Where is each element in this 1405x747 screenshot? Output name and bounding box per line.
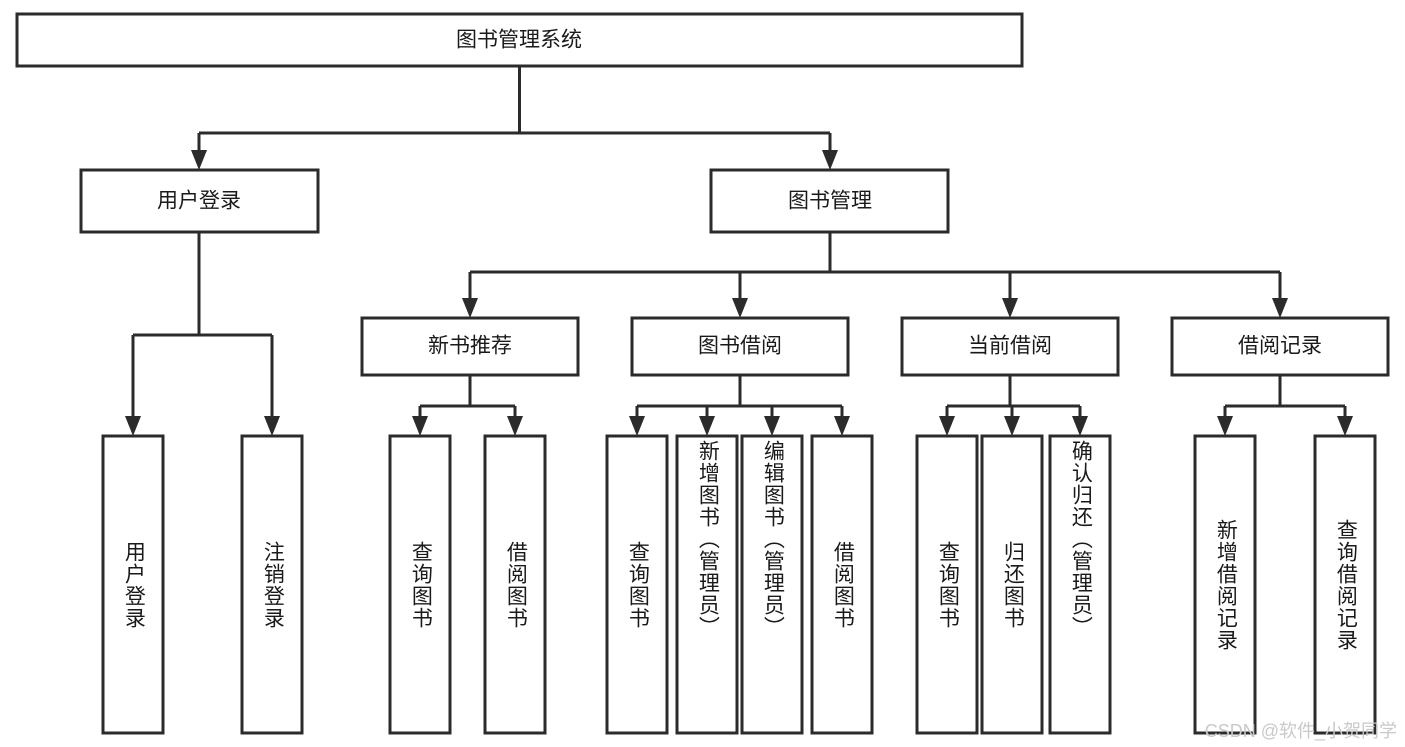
node-new-book-recommend[interactable] bbox=[360, 316, 580, 377]
arrow-head-leaf-add-book bbox=[699, 416, 715, 436]
arrow-head-leaf-user-login bbox=[125, 416, 141, 436]
arrow-head-book-borrow bbox=[732, 298, 748, 318]
node-current-borrow[interactable] bbox=[900, 316, 1120, 377]
arrow-head-leaf-logout-login bbox=[264, 416, 280, 436]
label-borrow-record: 借阅记录 bbox=[1238, 335, 1322, 358]
node-user-login[interactable] bbox=[79, 168, 320, 234]
horizontal-label-layer: 图书管理系统 用户登录 图书管理 新书推荐 图书借阅 当前借阅 借阅记录 bbox=[157, 29, 1322, 358]
node-leaf-query-book-2[interactable] bbox=[605, 434, 669, 735]
label-book-borrow: 图书借阅 bbox=[698, 335, 782, 358]
connector-layer bbox=[125, 66, 1353, 436]
arrow-head-new-book-recommend bbox=[462, 298, 478, 318]
node-leaf-confirm-return[interactable] bbox=[1048, 434, 1112, 735]
label-current-borrow: 当前借阅 bbox=[968, 335, 1052, 358]
node-leaf-add-book[interactable] bbox=[675, 434, 739, 735]
arrow-head-leaf-add-record bbox=[1217, 416, 1233, 436]
arrow-head-leaf-query-book-3 bbox=[939, 416, 955, 436]
node-leaf-query-record[interactable] bbox=[1313, 434, 1377, 735]
arrow-head-leaf-confirm-return bbox=[1072, 416, 1088, 436]
arrow-head-leaf-return-book bbox=[1004, 416, 1020, 436]
label-book-management: 图书管理 bbox=[788, 190, 872, 213]
arrow-head-borrow-record bbox=[1272, 298, 1288, 318]
node-leaf-borrow-book-2[interactable] bbox=[810, 434, 874, 735]
arrow-head-current-borrow bbox=[1002, 298, 1018, 318]
node-leaf-add-record[interactable] bbox=[1193, 434, 1257, 735]
arrow-head-user-login bbox=[191, 150, 207, 170]
arrow-head-leaf-query-record bbox=[1337, 416, 1353, 436]
arrow-head-leaf-query-book-1 bbox=[412, 416, 428, 436]
node-leaf-logout-login[interactable] bbox=[240, 434, 304, 735]
arrow-head-book-management bbox=[822, 150, 838, 170]
node-box-layer bbox=[15, 12, 1390, 735]
node-book-management[interactable] bbox=[709, 168, 950, 234]
arrow-head-leaf-borrow-book-1 bbox=[507, 416, 523, 436]
node-borrow-record[interactable] bbox=[1170, 316, 1390, 377]
label-root: 图书管理系统 bbox=[456, 29, 582, 52]
node-leaf-return-book[interactable] bbox=[980, 434, 1044, 735]
label-user-login: 用户登录 bbox=[157, 190, 241, 213]
arrow-head-leaf-borrow-book-2 bbox=[834, 416, 850, 436]
node-leaf-user-login[interactable] bbox=[101, 434, 165, 735]
node-leaf-edit-book[interactable] bbox=[740, 434, 804, 735]
node-root[interactable] bbox=[15, 12, 1024, 68]
node-leaf-query-book-1[interactable] bbox=[388, 434, 452, 735]
arrow-head-leaf-edit-book bbox=[764, 416, 780, 436]
node-book-borrow[interactable] bbox=[630, 316, 850, 377]
node-leaf-borrow-book-1[interactable] bbox=[483, 434, 547, 735]
label-new-book-recommend: 新书推荐 bbox=[428, 335, 512, 358]
arrow-head-leaf-query-book-2 bbox=[629, 416, 645, 436]
node-leaf-query-book-3[interactable] bbox=[915, 434, 979, 735]
